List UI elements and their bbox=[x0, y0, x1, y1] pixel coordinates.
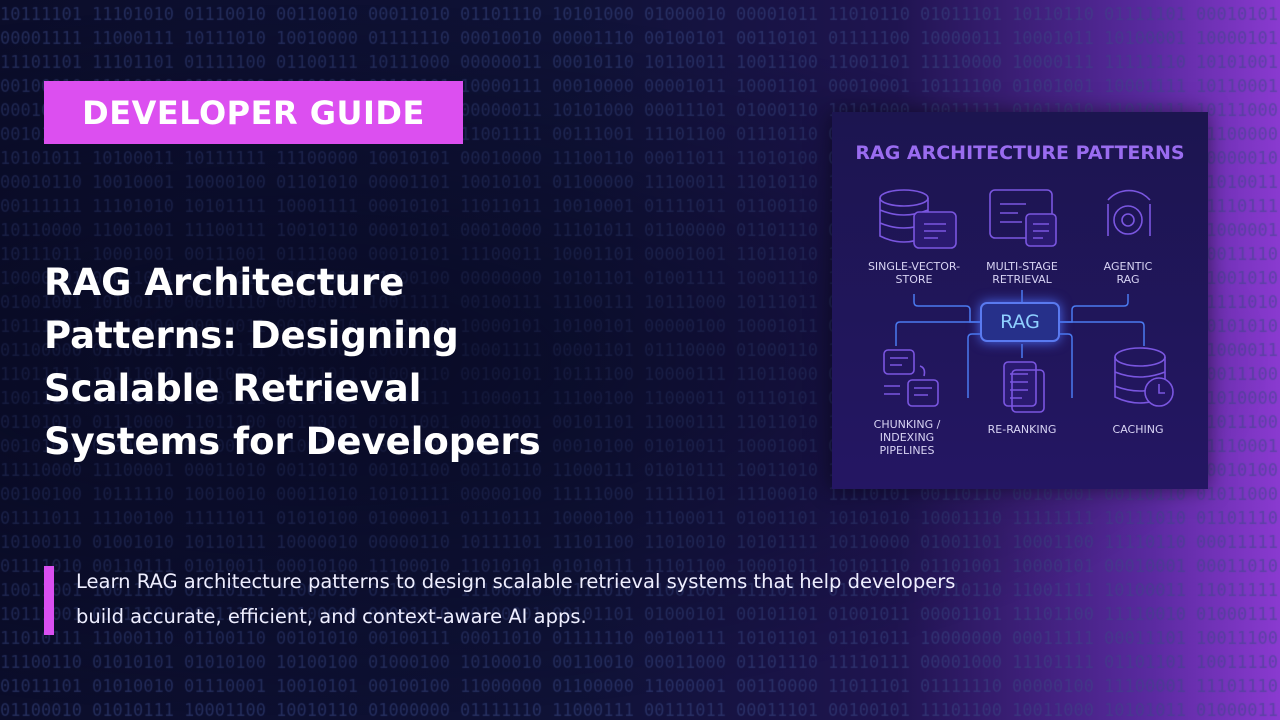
label-line: STORE bbox=[895, 273, 933, 286]
description-block: Learn RAG architecture patterns to desig… bbox=[44, 566, 956, 635]
diagram-panel: RAG ARCHITECTURE PATTERNS RAG SINGLE-VEC… bbox=[832, 112, 1208, 489]
title-line: Patterns: Designing bbox=[44, 314, 459, 357]
label-line: PIPELINES bbox=[879, 444, 935, 457]
node-label-single-vector-store: SINGLE-VECTOR-STORE bbox=[864, 260, 964, 286]
label-line: SINGLE-VECTOR- bbox=[867, 260, 961, 273]
database-clock-icon bbox=[1114, 347, 1166, 367]
label-line: INDEXING bbox=[879, 431, 935, 444]
category-badge: DEVELOPER GUIDE bbox=[44, 81, 463, 144]
diagram-connectors bbox=[879, 189, 1174, 413]
rag-center-node: RAG bbox=[980, 302, 1060, 342]
label-line: RAG bbox=[1116, 273, 1140, 286]
chunking-icon bbox=[883, 349, 915, 375]
stacked-documents-icon bbox=[1003, 361, 1037, 407]
node-label-re-ranking: RE-RANKING bbox=[987, 423, 1057, 436]
label-line: RETRIEVAL bbox=[992, 273, 1052, 286]
description-text: Learn RAG architecture patterns to desig… bbox=[76, 570, 956, 628]
accent-bar bbox=[44, 566, 54, 635]
label-line: AGENTIC bbox=[1103, 260, 1153, 273]
node-label-caching: CACHING bbox=[1112, 423, 1164, 436]
diagram-title: RAG ARCHITECTURE PATTERNS bbox=[855, 142, 1185, 164]
title-line: Systems for Developers bbox=[44, 420, 541, 463]
label-line: MULTI-STAGE bbox=[986, 260, 1058, 273]
title-line: RAG Architecture bbox=[44, 261, 405, 304]
title-line: Scalable Retrieval bbox=[44, 367, 422, 410]
page-title: RAG Architecture Patterns: Designing Sca… bbox=[44, 256, 604, 468]
gear-icon bbox=[1113, 205, 1143, 235]
database-icon bbox=[879, 189, 929, 207]
label-line: CHUNKING / bbox=[873, 418, 941, 431]
